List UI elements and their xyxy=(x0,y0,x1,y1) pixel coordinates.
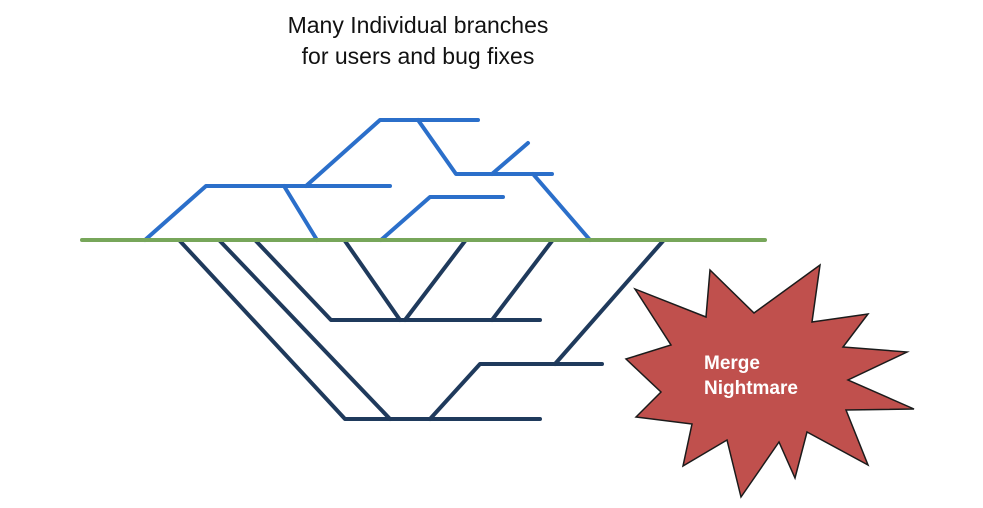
lower-branch-2 xyxy=(218,239,392,421)
upper-branch-7 xyxy=(379,195,505,242)
burst-label-line-1: Merge xyxy=(704,353,760,374)
title-line-2: for users and bug fixes xyxy=(301,43,535,69)
lower-branch-5 xyxy=(403,239,467,322)
title-line-1: Many Individual branches xyxy=(287,12,549,38)
burst-label-line-2: Nightmare xyxy=(704,378,798,399)
merge-nightmare-burst: Merge Nightmare xyxy=(624,263,915,499)
upper-branch-1 xyxy=(143,184,392,242)
upper-branch-6 xyxy=(282,184,319,242)
lower-branch-6 xyxy=(490,239,554,322)
upper-branches xyxy=(143,118,592,242)
diagram-title: Many Individual branches for users and b… xyxy=(218,10,618,72)
upper-branch-4 xyxy=(490,141,530,176)
lower-branch-4 xyxy=(343,239,402,322)
lower-branch-1 xyxy=(178,239,542,421)
upper-branch-2 xyxy=(304,118,480,188)
lower-branch-8 xyxy=(553,239,665,366)
upper-branch-3 xyxy=(416,118,554,176)
starburst-shape xyxy=(624,263,915,499)
lower-branch-3 xyxy=(254,239,542,322)
lower-branches xyxy=(178,239,665,421)
upper-branch-5 xyxy=(531,172,592,242)
lower-branch-7 xyxy=(428,362,604,421)
